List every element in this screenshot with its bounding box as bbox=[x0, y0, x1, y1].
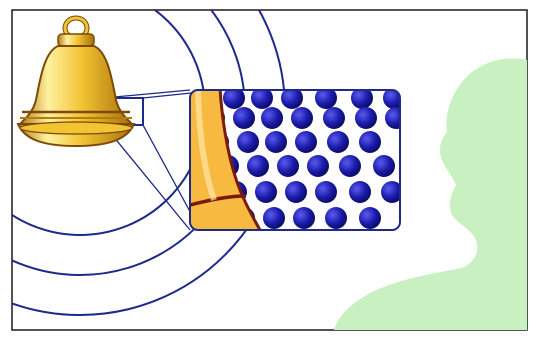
air-particle bbox=[307, 155, 329, 177]
air-particle bbox=[237, 131, 259, 153]
air-particle bbox=[293, 207, 315, 229]
air-particle bbox=[265, 131, 287, 153]
air-particle bbox=[233, 107, 255, 129]
air-particle bbox=[339, 155, 361, 177]
air-particle bbox=[285, 181, 307, 203]
air-particle bbox=[291, 107, 313, 129]
air-particle bbox=[359, 131, 381, 153]
air-particle bbox=[327, 131, 349, 153]
air-particle bbox=[263, 207, 285, 229]
air-particle bbox=[255, 181, 277, 203]
air-particle bbox=[325, 207, 347, 229]
air-particle bbox=[355, 107, 377, 129]
air-particle bbox=[261, 107, 283, 129]
air-particle bbox=[359, 207, 381, 229]
air-particle bbox=[323, 107, 345, 129]
air-particle bbox=[349, 181, 371, 203]
air-particle bbox=[277, 155, 299, 177]
air-particle bbox=[247, 155, 269, 177]
air-particle bbox=[373, 155, 395, 177]
air-particle bbox=[295, 131, 317, 153]
air-particle bbox=[315, 181, 337, 203]
magnified-inset bbox=[190, 87, 407, 234]
